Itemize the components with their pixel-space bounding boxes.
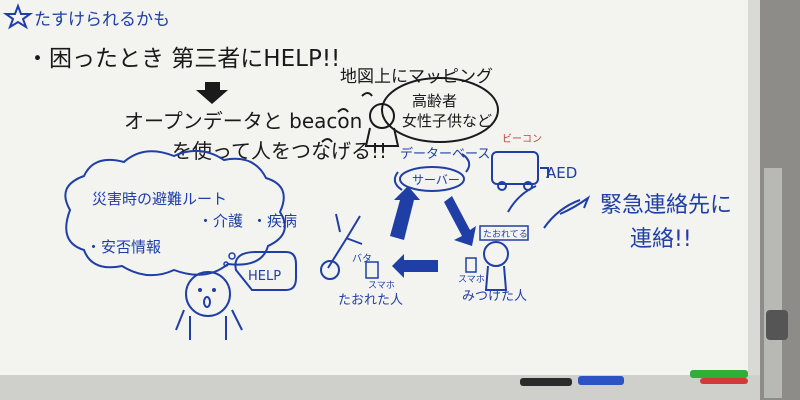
- curved-arrow-icon: [507, 185, 581, 229]
- fallen-person-caption: たおれた人: [338, 293, 403, 308]
- finder-head-icon: [483, 241, 509, 267]
- whiteboard-surface: [0, 0, 758, 382]
- stand-post: [764, 168, 782, 398]
- aed-label: AED: [546, 164, 577, 182]
- finder-sign-box: [479, 225, 529, 241]
- person-eye-icon: [212, 288, 216, 292]
- person-body-icon: [175, 309, 243, 340]
- signal-wave-icon: [321, 92, 373, 143]
- server-label: サーバー: [412, 173, 460, 187]
- open-data-beacon-line: オープンデータと beacon: [124, 109, 362, 133]
- fallen-person-head-icon: [320, 260, 340, 280]
- elderly-bubble: [381, 77, 499, 143]
- fallen-sound-text: バタ: [352, 253, 372, 265]
- person-face-icon: [185, 271, 231, 317]
- star-icon: [2, 3, 34, 30]
- thought-dot: [228, 252, 236, 260]
- beacon-pole-icon: [540, 167, 549, 178]
- help-speech-bubble: [234, 251, 297, 291]
- title-text: たすけられるかも: [34, 10, 170, 30]
- stand-clamp: [766, 310, 788, 340]
- evacuation-route-text: 災害時の避難ルート: [92, 190, 227, 208]
- care-text: ・介護: [198, 212, 243, 230]
- person-eye-icon: [198, 288, 202, 292]
- person-mouth-icon: [203, 296, 211, 308]
- marker-red: [700, 378, 748, 384]
- finder-caption: みつけた人: [462, 289, 527, 304]
- vehicle-icon: [491, 151, 539, 185]
- emergency-contact-line: 緊急連絡先に: [600, 193, 732, 218]
- help-text: HELP: [248, 269, 281, 284]
- finder-body-icon: [484, 265, 508, 291]
- connect-people-line: を使って人をつなげる!!: [172, 139, 387, 163]
- marker-green: [690, 370, 748, 378]
- vehicle-wheel-icon: [497, 181, 507, 191]
- thought-dot: [223, 261, 229, 267]
- elderly-text: 高齢者: [412, 92, 457, 110]
- database-label: データーベース: [400, 146, 490, 162]
- phone-icon: [365, 261, 379, 279]
- contact-arrow-icon: [559, 195, 591, 215]
- left-arrow-icon: [392, 254, 438, 278]
- map-mapping-text: 地図上にマッピング: [340, 67, 493, 87]
- phone-icon: [465, 257, 477, 273]
- elderly-body-icon: [364, 127, 400, 147]
- fallen-person-icon: [327, 213, 363, 269]
- info-cloud: [64, 149, 286, 277]
- phone-label-finder: スマホ: [458, 274, 485, 285]
- finder-sign-text: たおれてる: [483, 229, 528, 240]
- phone-label-fallen: スマホ: [368, 280, 395, 291]
- safety-info-text: ・安否情報: [86, 238, 161, 256]
- beacon-note: ビーコン: [502, 133, 542, 145]
- help-third-party-line: ・困ったとき 第三者にHELP!!: [26, 46, 340, 72]
- down-arrow-icon: [196, 82, 228, 104]
- down-right-arrow-icon: [444, 196, 476, 246]
- marker-tray: [0, 375, 760, 400]
- marker-blue: [578, 376, 624, 385]
- disease-text: ・疾病: [252, 212, 297, 230]
- up-arrow-icon: [390, 186, 420, 240]
- contact-exclaim-line: 連絡!!: [630, 227, 692, 252]
- marker-black: [520, 378, 572, 386]
- whiteboard-frame: [748, 0, 760, 382]
- elderly-face-icon: [369, 103, 395, 129]
- server-ellipse: [399, 166, 465, 192]
- sync-arrow-icon: [393, 153, 471, 191]
- women-children-text: 女性子供など: [402, 112, 492, 130]
